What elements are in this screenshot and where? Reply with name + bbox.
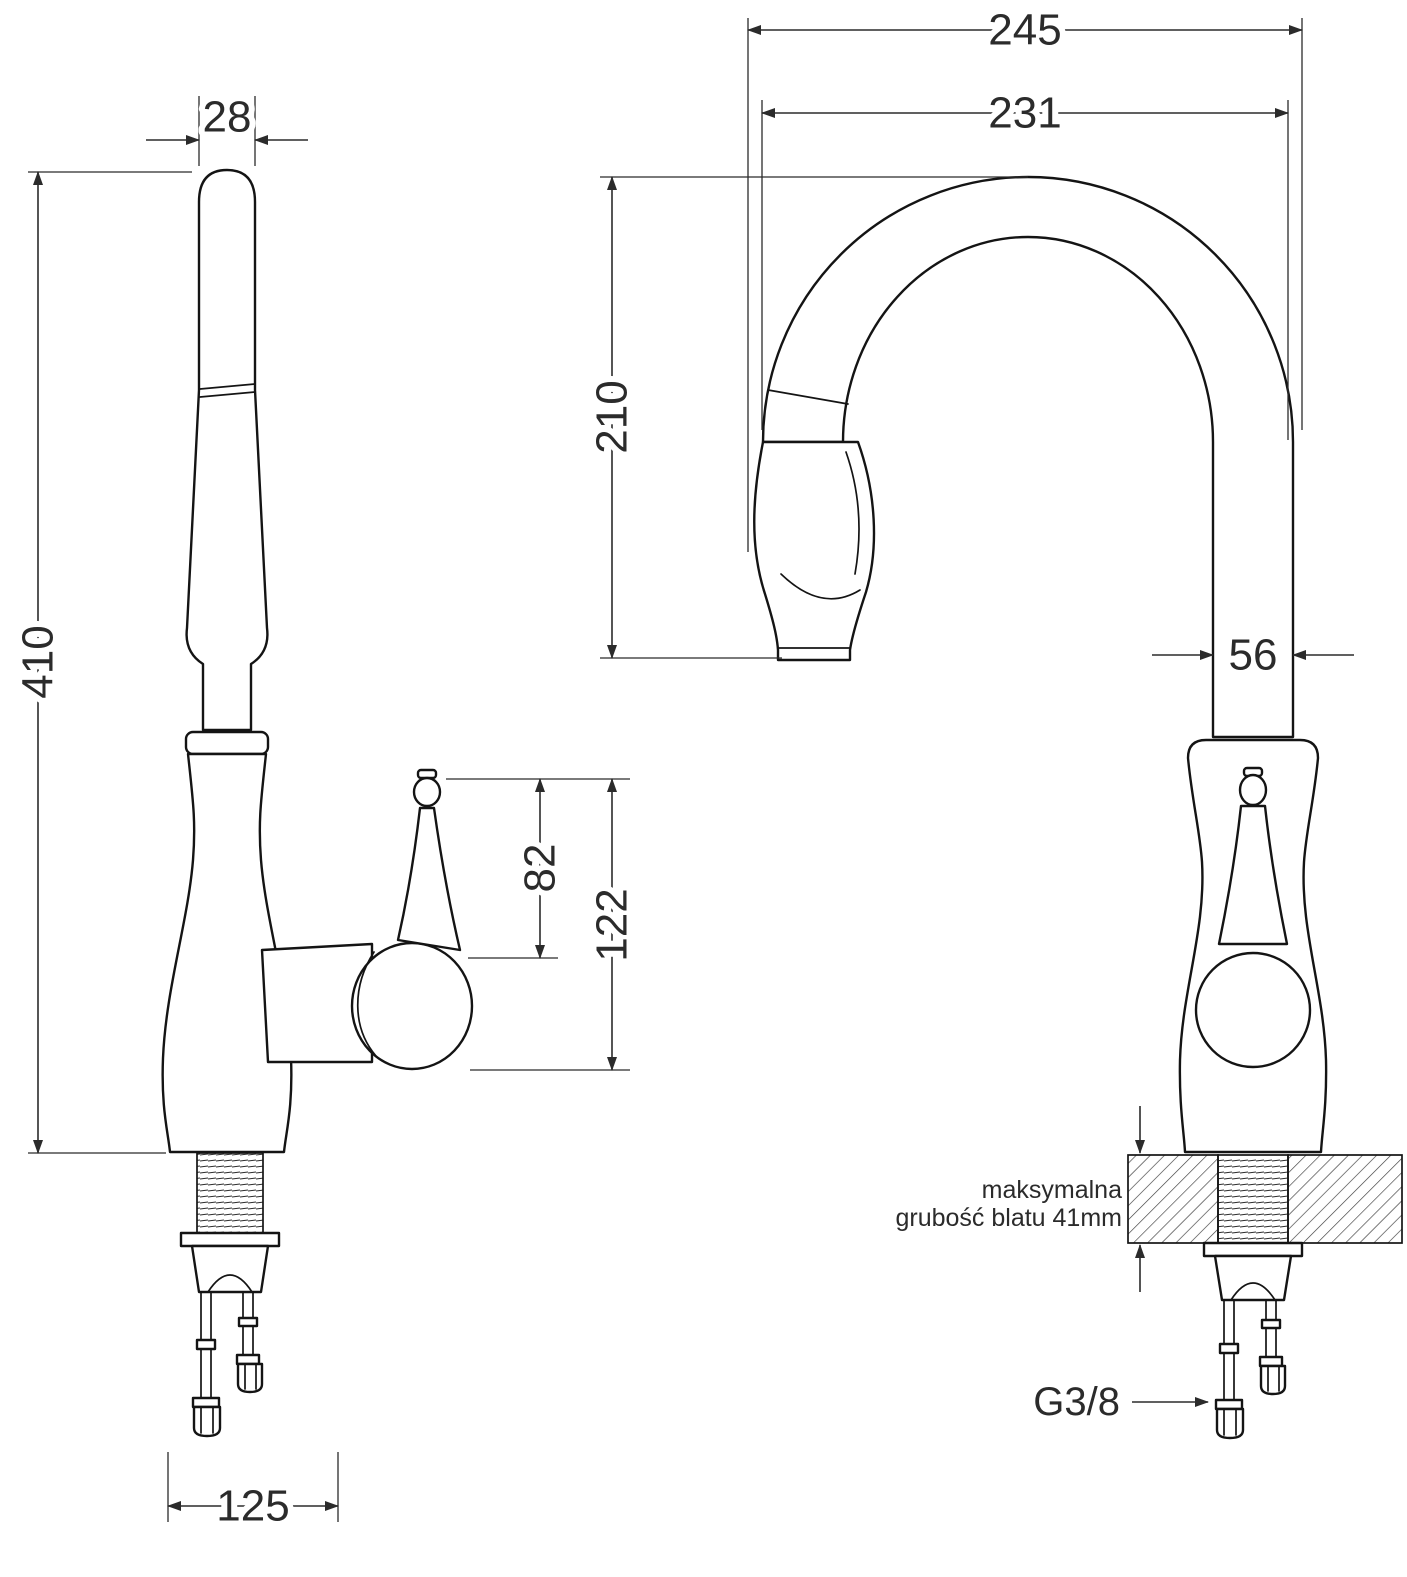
front-view [753, 175, 1403, 1440]
side-handle-lever [396, 806, 462, 952]
front-handle-lever [1217, 804, 1289, 946]
dim-231-label: 231 [988, 89, 1061, 138]
dim-245-label: 245 [988, 6, 1061, 55]
front-mount-rod-right [1258, 1299, 1287, 1396]
dim-210-label: 210 [588, 380, 637, 453]
side-neck-flange [184, 730, 270, 756]
side-handle-ball [350, 941, 474, 1071]
countertop-section [1127, 1154, 1403, 1244]
dim-122-label: 122 [588, 888, 637, 961]
side-view-dimensions: 410 28 82 122 125 [8, 87, 643, 1537]
countertop-slab-right-fill [1288, 1155, 1402, 1243]
side-view [161, 168, 474, 1438]
side-spout-seam-1 [199, 383, 256, 390]
side-spout-outline [185, 168, 269, 732]
side-threaded-stem-fill [197, 1153, 263, 1233]
dim-82-label: 82 [516, 844, 565, 893]
front-handle-knob [1238, 773, 1268, 807]
side-mount-bracket [190, 1244, 270, 1294]
connection-thread-label: G3/8 [1033, 1380, 1120, 1424]
front-spray-seam-curve [780, 573, 861, 600]
side-handle-ball-seam [356, 951, 377, 1057]
countertop-slab-left-fill [1128, 1155, 1218, 1243]
dim-28-label: 28 [203, 93, 252, 142]
front-mount-bracket [1213, 1254, 1293, 1302]
counter-note-line1: maksymalna [982, 1176, 1122, 1204]
front-mount-washer [1202, 1241, 1304, 1258]
front-mount-bracket-arch [1230, 1282, 1276, 1301]
front-gooseneck-outline [761, 175, 1295, 739]
side-mount-rod-right [235, 1291, 264, 1394]
front-view-dimensions: 245 231 210 56 maksymalna grubość blatu … [582, 0, 1354, 1429]
front-threaded-stem-fill [1218, 1155, 1288, 1243]
side-spout-seam-2 [199, 391, 256, 398]
front-gooseneck-seam [767, 389, 849, 405]
side-handle-connector [260, 942, 374, 1064]
dim-410-label: 410 [14, 625, 63, 698]
side-handle-knob [412, 776, 442, 808]
dim-56-label: 56 [1229, 631, 1278, 680]
counter-note-line2: grubość blatu 41mm [895, 1204, 1122, 1232]
front-spray-contour [845, 451, 860, 575]
side-body-outline [161, 752, 293, 1154]
side-mount-bracket-arch [207, 1274, 253, 1293]
front-spray-head-outline [753, 440, 876, 662]
side-mount-washer [179, 1231, 281, 1248]
side-mount-rod-left [191, 1291, 222, 1438]
front-mount-rod-left [1214, 1299, 1245, 1440]
front-handle-ball [1194, 951, 1312, 1069]
dim-125-label: 125 [216, 1482, 289, 1531]
